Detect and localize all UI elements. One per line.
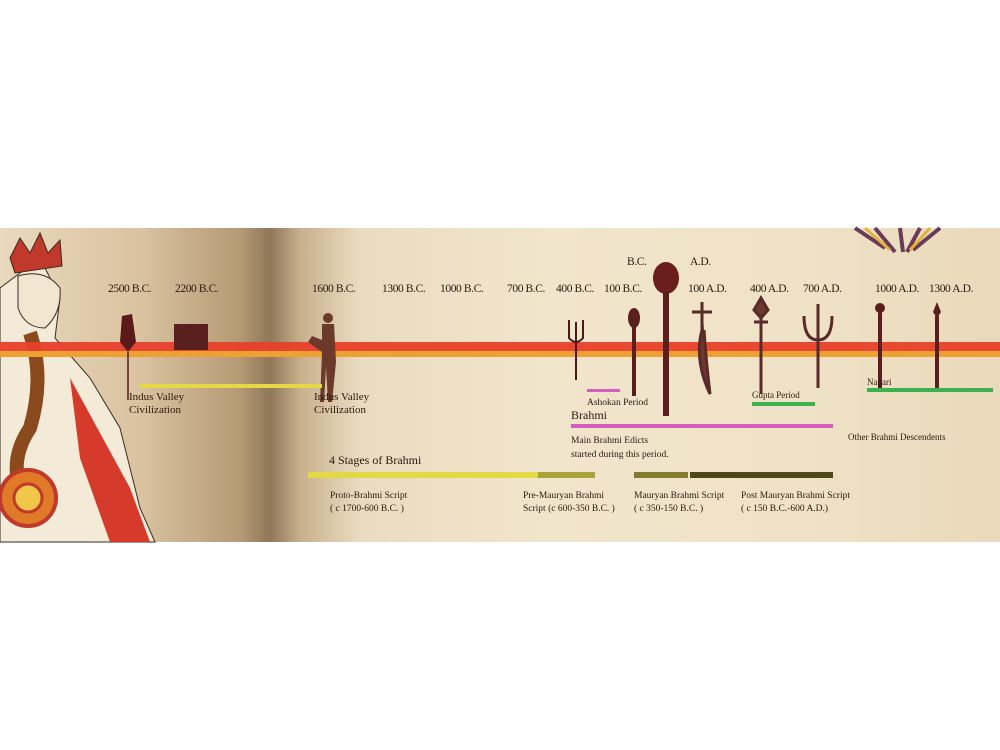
spear-artifact bbox=[933, 302, 941, 390]
staff-artifact bbox=[875, 303, 885, 390]
indus-statue-artifact bbox=[308, 313, 336, 402]
stage-label-mauryan: Mauryan Brahmi Script( c 350-150 B.C. ) bbox=[634, 491, 725, 514]
trident-artifact bbox=[568, 320, 584, 380]
stage-label-proto: Proto-Brahmi Script( c 1700-600 B.C. ) bbox=[330, 491, 408, 514]
timeline-orange-stripe bbox=[0, 351, 1000, 357]
year-label: 400 A.D. bbox=[750, 283, 789, 295]
mace-artifact bbox=[628, 308, 640, 396]
year-label: 700 A.D. bbox=[803, 283, 842, 295]
indus-box-artifact bbox=[174, 324, 208, 350]
year-label: 2200 B.C. bbox=[175, 283, 219, 295]
trishul-artifact bbox=[802, 304, 834, 388]
warrior-figure-illustration bbox=[0, 231, 156, 543]
nagari-label: Nagari bbox=[867, 377, 892, 387]
year-label: 700 B.C. bbox=[507, 283, 546, 295]
gupta-period-bar bbox=[752, 402, 815, 406]
year-label: 2500 B.C. bbox=[108, 283, 152, 295]
timeline-red-stripe bbox=[0, 342, 1000, 352]
indus-valley-bar bbox=[140, 384, 322, 388]
brahmi-bar bbox=[571, 424, 833, 428]
stages-heading: 4 Stages of Brahmi bbox=[329, 453, 422, 467]
dagger-artifact bbox=[752, 295, 770, 394]
ashokan-period-label: Ashokan Period bbox=[587, 398, 648, 408]
year-label: 100 A.D. bbox=[688, 283, 727, 295]
ashokan-period-bar bbox=[587, 389, 620, 392]
era-label-ad: A.D. bbox=[690, 256, 711, 268]
era-label-bc: B.C. bbox=[627, 256, 647, 268]
year-label: 400 B.C. bbox=[556, 283, 595, 295]
feather-decoration bbox=[853, 226, 942, 254]
stage-bar-mauryan bbox=[634, 472, 688, 478]
year-label: 1000 B.C. bbox=[440, 283, 484, 295]
large-mace-artifact bbox=[653, 262, 679, 416]
year-label: 1300 A.D. bbox=[929, 283, 974, 295]
year-label: 1600 B.C. bbox=[312, 283, 356, 295]
other-descendents-label: Other Brahmi Descendents bbox=[848, 432, 946, 442]
stage-label-post-mauryan: Post Mauryan Brahmi Script( c 150 B.C.-6… bbox=[741, 491, 850, 514]
brahmi-label: Brahmi bbox=[571, 408, 607, 422]
stage-bar-post-mauryan bbox=[690, 472, 833, 478]
stage-bar-pre-mauryan bbox=[538, 472, 595, 478]
nagari-bar bbox=[867, 388, 993, 392]
gupta-period-label: Gupta Period bbox=[752, 390, 800, 400]
indus-seal-artifact bbox=[120, 314, 136, 400]
curved-sword-artifact bbox=[692, 302, 712, 395]
year-label: 1000 A.D. bbox=[875, 283, 920, 295]
year-label: 1300 B.C. bbox=[382, 283, 426, 295]
stage-bar-proto bbox=[308, 472, 538, 478]
year-label: 100 B.C. bbox=[604, 283, 643, 295]
